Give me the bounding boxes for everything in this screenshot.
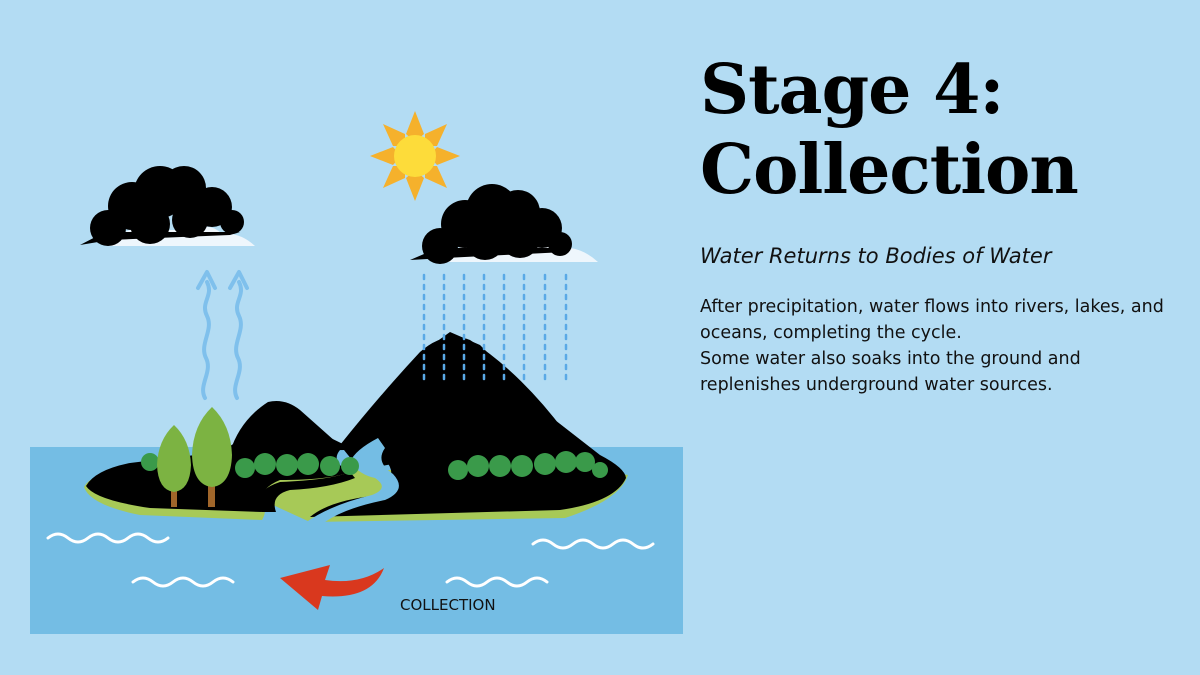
bushes — [141, 451, 608, 480]
title-line-1: Stage 4: — [700, 50, 1004, 130]
paragraph: After precipitation, water flows into ri… — [700, 297, 1164, 343]
tree-icon — [157, 425, 191, 507]
cloud-icon — [80, 166, 255, 246]
title-line-2: Collection — [700, 130, 1079, 210]
collection-label: COLLECTION — [400, 596, 496, 614]
cloud-icon — [410, 184, 598, 264]
water-cycle-illustration: COLLECTION — [30, 111, 683, 634]
river-icon — [305, 438, 399, 523]
collection-arrow-icon — [280, 565, 384, 610]
page-title: Stage 4: Collection — [700, 50, 1170, 210]
paragraph: Some water also soaks into the ground an… — [700, 349, 1081, 395]
tree-icon — [192, 407, 232, 507]
description: After precipitation, water flows into ri… — [700, 294, 1170, 398]
sun-icon — [370, 111, 460, 201]
rain-icon — [422, 273, 568, 382]
mountain-icon — [340, 336, 565, 470]
text-panel: Stage 4: Collection Water Returns to Bod… — [700, 50, 1170, 398]
mountain-icon — [230, 401, 345, 452]
wave-icon — [46, 532, 655, 588]
subtitle: Water Returns to Bodies of Water — [700, 244, 1052, 268]
evaporation-arrow-icon — [196, 270, 249, 400]
